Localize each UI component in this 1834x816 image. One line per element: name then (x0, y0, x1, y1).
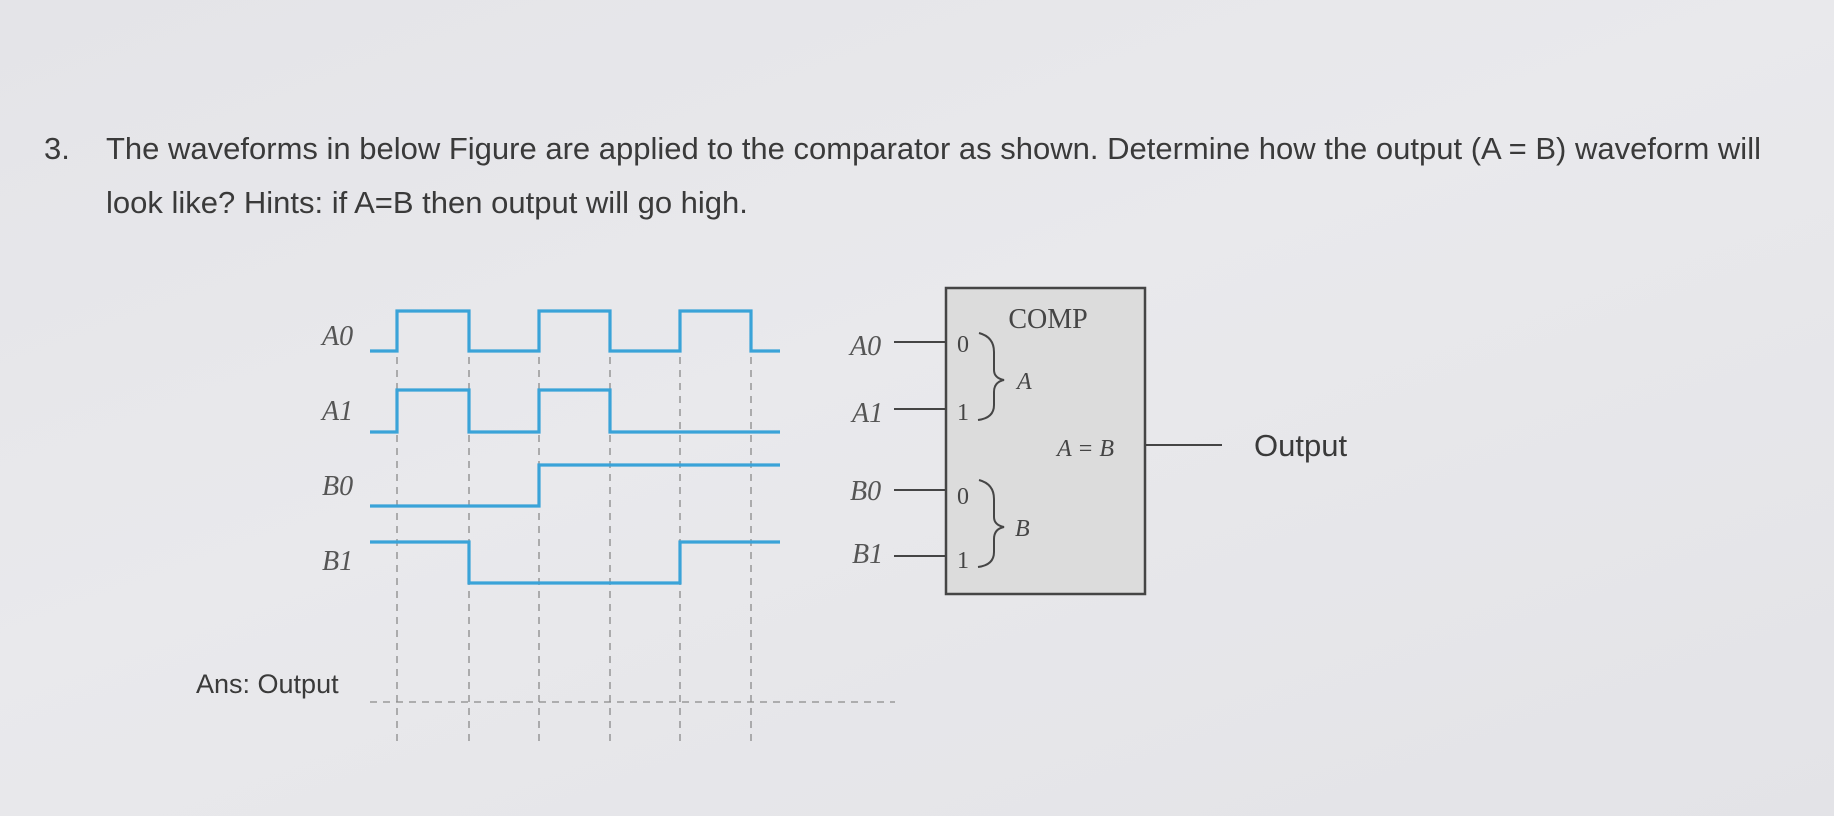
pin-label-a0: A0 (848, 331, 881, 362)
pin-label-b1: B1 (852, 539, 883, 570)
group-label-b: B (1015, 516, 1030, 542)
question-number: 3. (44, 131, 70, 166)
bit-0-a: 0 (957, 332, 969, 358)
timing-guides (370, 318, 895, 742)
question: 3. The waveforms in below Figure are app… (44, 122, 1764, 230)
bit-1-a: 1 (957, 400, 969, 426)
waveform-b1 (370, 540, 780, 585)
waveform-label-b1: B1 (322, 546, 353, 577)
waveform-a0 (370, 309, 780, 353)
waveform-label-a1: A1 (320, 396, 353, 427)
brace-a (977, 332, 1005, 421)
bit-0-b: 0 (957, 484, 969, 510)
group-label-a: A (1015, 369, 1032, 395)
waveform-label-a0: A0 (320, 321, 353, 352)
question-text: The waveforms in below Figure are applie… (106, 131, 1761, 220)
brace-b (977, 479, 1005, 568)
answer-label: Ans: Output (196, 669, 339, 699)
waveform-b0 (370, 463, 780, 508)
comparator-title: COMP (1008, 304, 1087, 335)
output-label: Output (1254, 428, 1347, 463)
bit-1-b: 1 (957, 548, 969, 574)
waveform-a1 (370, 388, 780, 434)
waveforms (370, 309, 780, 585)
comparator-box (944, 286, 1147, 596)
output-pin-label: A = B (1055, 436, 1114, 462)
pin-label-b0: B0 (850, 476, 881, 507)
pin-label-a1: A1 (850, 398, 883, 429)
waveform-label-b0: B0 (322, 471, 353, 502)
